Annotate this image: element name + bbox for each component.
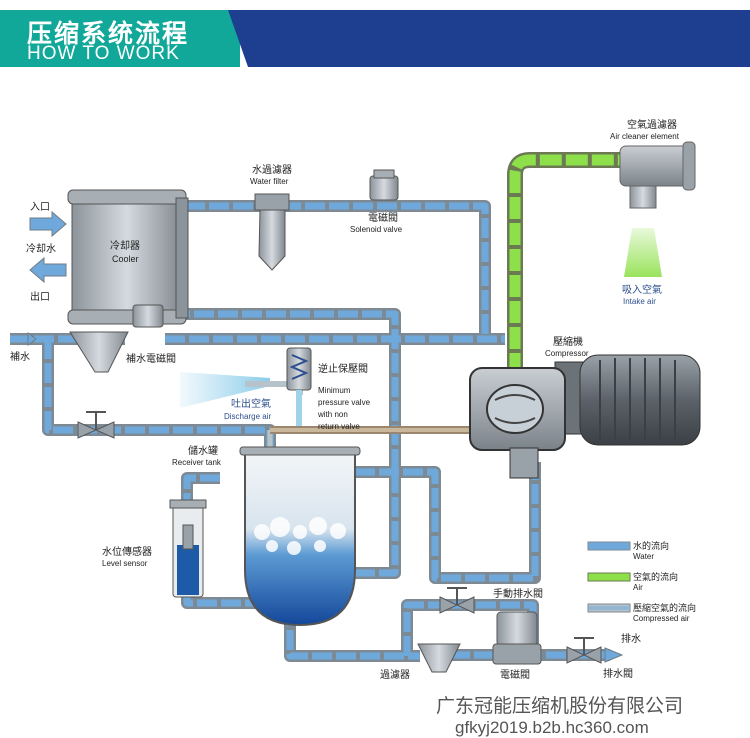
drain-valve-label: 排水閥 — [603, 667, 633, 680]
air-cleaner — [619, 141, 696, 209]
min-pressure-valve-label-en-1: Minimum — [318, 386, 351, 395]
legend-water-en: Water — [633, 552, 654, 561]
solenoid-valve-bottom — [492, 611, 542, 665]
compressor-label-cn: 壓縮機 — [553, 335, 583, 348]
cooler-label-cn: 冷却器 — [110, 239, 140, 252]
min-pressure-valve-label-en-4: return valve — [318, 422, 360, 431]
legend-water-cn: 水的流向 — [633, 540, 669, 552]
receiver-tank-label-cn: 儲水罐 — [188, 444, 218, 457]
air-pipe — [507, 152, 640, 375]
legend: 水的流向 Water 空氣的流向 Air 壓縮空氣的流向 Compressed … — [587, 540, 696, 623]
intake-air-label-en: Intake air — [623, 297, 656, 306]
page-subtitle: HOW TO WORK — [27, 43, 180, 64]
receiver-tank-label-en: Receiver tank — [172, 458, 222, 467]
legend-air-cn: 空氣的流向 — [633, 571, 678, 583]
min-pressure-valve-label-cn: 逆止保壓閥 — [318, 362, 368, 375]
water-filter-label-cn: 水過濾器 — [252, 163, 292, 176]
min-pressure-valve-label-en-3: with non — [317, 410, 348, 419]
makeup-solenoid-valve — [69, 304, 164, 373]
page-title: 压缩系统流程 — [27, 19, 190, 48]
makeup-arrow-icon — [27, 332, 37, 346]
water-filter — [254, 193, 290, 271]
inlet-label: 入口 — [30, 202, 50, 213]
watermark: 广东冠能压缩机股份有限公司 gfkyj2019.b2b.hc360.com — [436, 695, 683, 737]
air-cleaner-label-en: Air cleaner element — [610, 132, 680, 141]
outlet-label: 出口 — [30, 290, 50, 303]
intake-air-glow — [624, 228, 662, 277]
manual-drain-valve-label: 手動排水閥 — [493, 587, 543, 600]
diagram-labels: 入口 冷却水 出口 補水 冷却器 Cooler 水過濾器 Water filte… — [10, 118, 680, 681]
legend-item-water: 水的流向 Water — [587, 540, 669, 561]
solenoid-valve-top — [369, 169, 399, 201]
cooler-label-en: Cooler — [112, 254, 139, 264]
compressor-label-en: Compressor — [545, 349, 589, 358]
watermark-url: gfkyj2019.b2b.hc360.com — [455, 718, 649, 737]
solenoid-valve-label-en: Solenoid valve — [350, 225, 403, 234]
filter-label: 過濾器 — [380, 668, 410, 681]
outlet-arrow-icon — [29, 256, 67, 284]
level-sensor-label-en: Level sensor — [102, 559, 148, 568]
cooler — [67, 189, 189, 325]
manual-valve-left — [77, 411, 115, 439]
legend-compressed-air-cn: 壓縮空氣的流向 — [633, 602, 696, 614]
min-pressure-valve-label-en-2: pressure valve — [318, 398, 371, 407]
discharge-air-label-cn: 吐出空氣 — [231, 397, 271, 410]
cooling-water-label: 冷却水 — [26, 242, 56, 255]
level-sensor — [169, 499, 207, 598]
legend-item-air: 空氣的流向 Air — [587, 571, 678, 592]
legend-compressed-air-en: Compressed air — [633, 614, 690, 623]
watermark-company: 广东冠能压缩机股份有限公司 — [436, 695, 683, 717]
makeup-solenoid-label: 補水電磁閥 — [126, 352, 176, 365]
air-cleaner-label-cn: 空氣過濾器 — [627, 118, 677, 131]
receiver-tank — [239, 446, 361, 627]
water-filter-label-en: Water filter — [250, 177, 289, 186]
header-teal-block — [0, 10, 240, 67]
intake-air-label-cn: 吸入空氣 — [622, 283, 662, 296]
header-navy-block — [228, 10, 750, 67]
inlet-arrow-icon — [29, 210, 67, 238]
solenoid-bottom-label: 電磁閥 — [500, 668, 530, 681]
manual-drain-valve — [439, 587, 475, 614]
makeup-water-label: 補水 — [10, 350, 30, 363]
drain-valve — [566, 637, 602, 664]
minimum-pressure-valve — [245, 347, 312, 430]
legend-air-en: Air — [633, 583, 643, 592]
drain-label: 排水 — [621, 632, 641, 645]
header-banner: 压缩系统流程 HOW TO WORK — [0, 10, 750, 67]
filter-bottom — [417, 643, 461, 673]
discharge-air-label-en: Discharge air — [224, 412, 271, 421]
compressor-unit — [469, 354, 701, 479]
drain-arrow-icon — [604, 647, 624, 663]
legend-item-compressed-air: 壓縮空氣的流向 Compressed air — [587, 602, 696, 623]
solenoid-valve-label-cn: 電磁閥 — [368, 211, 398, 224]
level-sensor-label-cn: 水位傳感器 — [102, 545, 152, 558]
